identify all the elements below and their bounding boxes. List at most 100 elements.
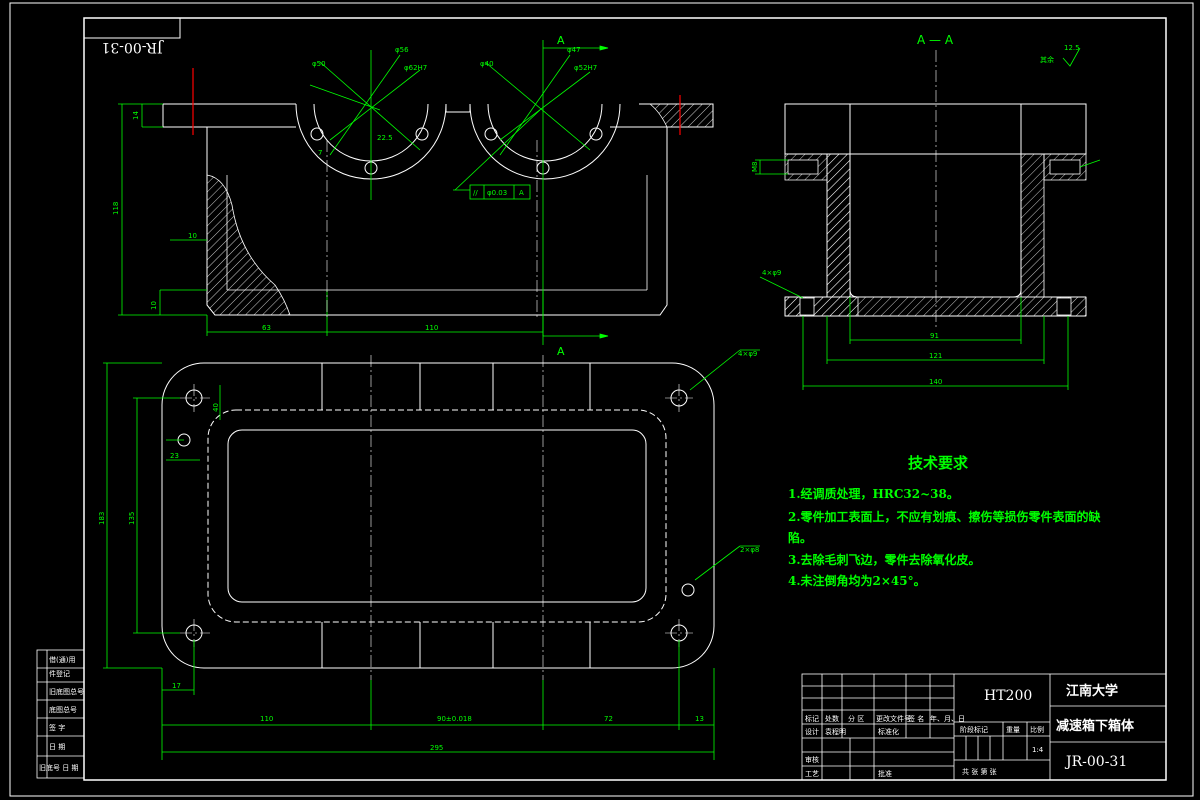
dim-angle: 22.5 <box>377 134 393 142</box>
tolerance-frame: // φ0.03 A <box>469 184 531 200</box>
sheet-border-outer <box>9 2 1194 797</box>
roughness-symbol: 12.5 其余 <box>1040 44 1081 67</box>
dim-91: 91 <box>930 332 939 340</box>
label-weight: 重量 <box>1006 726 1020 734</box>
dim-width-wall: 10 <box>188 232 197 240</box>
plan-dim-texts: 4×φ9 2×φ8 17 110 90±0.018 72 13 295 183 … <box>98 350 759 752</box>
section-tapped-holes <box>787 159 1081 316</box>
dim-holes-top: 4×φ9 <box>738 350 757 358</box>
section-hatch-left-wall <box>826 153 851 298</box>
sheets: 共 张 第 张 <box>962 767 997 776</box>
section-title: A — A <box>917 33 954 47</box>
strip-label: 旧底图总号 <box>49 687 84 696</box>
label-std: 标准化 <box>878 727 899 736</box>
dim-121: 121 <box>929 352 942 360</box>
section-dims <box>755 50 1101 390</box>
section-letter-top: A <box>557 34 565 47</box>
mirrored-number-box: JR-00-31 <box>83 17 181 55</box>
tol-datum: A <box>519 189 524 197</box>
dim-13: 13 <box>695 715 704 723</box>
mirrored-drawing-number: JR-00-31 <box>101 39 164 55</box>
section-dim-texts: M8 4×φ9 91 121 140 <box>751 162 942 387</box>
dim-23: 23 <box>170 452 179 460</box>
front-hatch-left <box>206 174 291 316</box>
label-mark: 标记 <box>805 714 819 723</box>
left-strip-labels: 借(通)用 件登记 旧底图总号 底图总号 签 字 日 期 旧底号 日 期 <box>39 655 84 772</box>
front-inner-lines <box>226 175 648 291</box>
tech-title: 技术要求 <box>908 454 969 472</box>
dim-d40: φ40 <box>480 60 494 68</box>
part-name: 减速箱下箱体 <box>1056 718 1135 734</box>
label-approve: 批准 <box>878 769 892 778</box>
plan-centerlines <box>180 355 693 680</box>
label-count: 处数 <box>825 714 839 723</box>
dim-len-110: 110 <box>425 324 438 332</box>
label-scale: 比例 <box>1030 725 1044 734</box>
section-hatch-right-wall <box>1020 153 1045 298</box>
dim-center: 90±0.018 <box>437 715 472 723</box>
dim-d50: φ50 <box>312 60 326 68</box>
dim-height-135: 135 <box>128 512 136 525</box>
dim-len-63: 63 <box>262 324 271 332</box>
dim-d56: φ56 <box>395 46 409 54</box>
dim-holes: 4×φ9 <box>762 269 781 277</box>
roughness-value: 12.5 <box>1064 44 1080 52</box>
dim-tap: M8 <box>751 162 759 173</box>
tol-symbol: // <box>473 189 478 197</box>
tech-item: 4.未注倒角均为2×45°。 <box>788 573 926 588</box>
dim-72: 72 <box>604 715 613 723</box>
label-design: 设计 <box>805 727 819 736</box>
strip-label: 底图总号 <box>49 705 77 714</box>
drawing-no: JR-00-31 <box>1064 754 1127 770</box>
dim-height-flange: 14 <box>132 111 140 120</box>
tech-item: 陷。 <box>788 530 812 545</box>
strip-label: 件登记 <box>49 669 70 678</box>
strip-label: 签 字 <box>49 723 65 732</box>
dim-height-wall: 10 <box>150 301 158 310</box>
section-letter-bottom: A <box>557 345 565 358</box>
tol-value: φ0.03 <box>487 189 507 197</box>
roughness-note: 其余 <box>1040 55 1054 64</box>
dim-height-total: 118 <box>112 202 120 215</box>
title-block <box>801 673 1167 781</box>
dim-110: 110 <box>260 715 273 723</box>
dim-140: 140 <box>929 378 942 386</box>
dim-d47: φ47 <box>567 46 581 54</box>
dim-angle-pad: 7 <box>318 149 322 157</box>
sheet-border-inner <box>83 17 1167 781</box>
dim-40: 40 <box>212 403 220 412</box>
label-stage: 阶段标记 <box>960 725 988 734</box>
dim-holes-pin: 2×φ8 <box>740 546 759 554</box>
front-dim-texts: φ50 φ56 φ62H7 φ40 φ47 φ52H7 22.5 7 118 1… <box>112 46 597 332</box>
left-side-strip <box>36 649 85 779</box>
dim-17: 17 <box>172 682 181 690</box>
label-change: 更改文件号 <box>876 714 911 723</box>
scale-value: 1:4 <box>1032 746 1044 754</box>
front-centerlines <box>326 140 538 320</box>
strip-label: 日 期 <box>49 743 65 751</box>
front-leaders <box>118 40 609 345</box>
strip-label: 借(通)用 <box>49 655 75 664</box>
title-block-texts: HT200 江南大学 减速箱下箱体 JR-00-31 标记 处数 分 区 更改文… <box>805 683 1135 778</box>
label-process: 工艺 <box>805 770 819 778</box>
plan-dims <box>103 349 760 760</box>
plan-view <box>161 362 715 669</box>
designer: 袁程明 <box>825 727 846 736</box>
material: HT200 <box>984 688 1032 704</box>
label-sign: 签 名 <box>908 714 924 723</box>
label-check: 审核 <box>805 755 819 764</box>
front-hatch-flange-right <box>648 103 714 128</box>
tech-requirements: 技术要求 1.经调质处理，HRC32~38。 2.零件加工表面上，不应有划痕、擦… <box>788 454 1102 588</box>
strip-label: 旧底号 日 期 <box>39 763 78 772</box>
section-hatch-base <box>784 296 1087 317</box>
university: 江南大学 <box>1066 683 1118 699</box>
tech-item: 3.去除毛刺飞边，零件去除氧化皮。 <box>788 552 981 567</box>
label-date: 年、月、日 <box>930 714 965 723</box>
tech-item: 2.零件加工表面上，不应有划痕、擦伤等损伤零件表面的缺 <box>788 509 1102 524</box>
dim-d52h7: φ52H7 <box>574 64 597 72</box>
dim-295: 295 <box>430 744 443 752</box>
tech-item: 1.经调质处理，HRC32~38。 <box>788 486 959 501</box>
label-zone: 分 区 <box>848 714 864 723</box>
dim-d62h7: φ62H7 <box>404 64 427 72</box>
